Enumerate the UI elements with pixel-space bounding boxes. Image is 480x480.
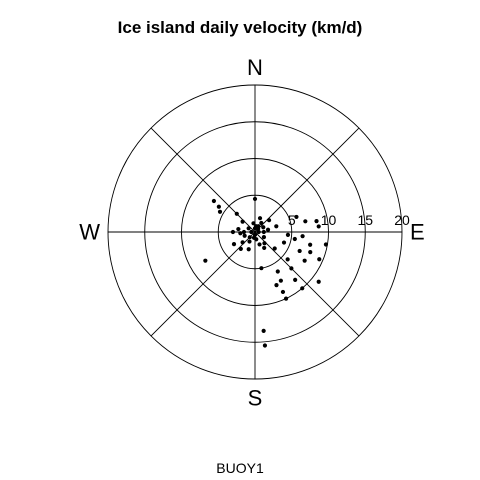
data-point [262, 245, 267, 251]
data-point [261, 235, 267, 240]
data-point [257, 216, 263, 221]
data-point [281, 240, 287, 245]
data-point [266, 218, 272, 223]
data-point [265, 227, 271, 232]
data-points [203, 196, 329, 348]
data-point [278, 278, 283, 283]
data-point [251, 221, 256, 226]
data-point [216, 204, 221, 209]
data-point [262, 343, 268, 348]
data-point [308, 242, 313, 247]
chart-caption: BUOY1 [216, 460, 264, 476]
data-point [217, 209, 223, 214]
data-point [292, 236, 297, 242]
data-point [256, 224, 261, 229]
data-point [293, 277, 298, 282]
data-point [283, 296, 289, 301]
data-point [297, 248, 302, 254]
data-point [211, 198, 217, 204]
spoke-315 [150, 127, 256, 233]
data-point [303, 219, 308, 224]
data-point [289, 266, 294, 271]
compass-label-west: W [79, 220, 100, 245]
data-point [259, 266, 264, 271]
data-point [240, 219, 245, 224]
spoke-45 [254, 127, 360, 233]
data-point [272, 246, 277, 251]
data-point [274, 283, 279, 288]
data-point [308, 250, 313, 255]
compass-label-south: S [248, 386, 263, 411]
data-point [275, 269, 280, 274]
radial-tick-labels: 5 10 15 20 [288, 212, 410, 228]
chart-title: Ice island daily velocity (km/d) [117, 18, 363, 37]
data-point [252, 196, 258, 202]
data-point [246, 247, 251, 252]
compass-label-east: E [410, 220, 425, 245]
data-point [257, 242, 262, 247]
data-point [261, 328, 266, 333]
data-point [262, 241, 267, 246]
data-point [314, 219, 319, 224]
data-point [294, 214, 299, 220]
data-point [256, 229, 261, 235]
data-point [241, 229, 247, 235]
data-point [247, 239, 252, 244]
data-point [261, 229, 266, 235]
data-point [285, 232, 291, 237]
data-point [236, 226, 241, 232]
data-point [230, 229, 236, 235]
spoke-225 [150, 231, 256, 337]
data-point [246, 226, 251, 231]
radial-tick-label-5: 5 [288, 212, 296, 228]
data-point [249, 229, 254, 235]
data-point [300, 286, 305, 291]
data-point [274, 224, 279, 229]
radial-tick-label-20: 20 [394, 212, 410, 228]
data-point [316, 224, 321, 229]
data-point [317, 257, 322, 262]
data-point [240, 240, 245, 245]
data-point [300, 234, 305, 239]
radial-tick-label-15: 15 [357, 212, 373, 228]
data-point [238, 231, 243, 236]
data-point [254, 237, 259, 242]
data-point [242, 233, 247, 238]
data-point [203, 258, 208, 263]
data-point [285, 257, 290, 262]
data-point [247, 235, 252, 240]
data-point [252, 232, 258, 238]
data-point [238, 246, 243, 251]
data-point [323, 242, 329, 247]
polar-grid [107, 84, 403, 380]
compass-labels: N S E W [79, 55, 424, 411]
data-point [261, 225, 266, 230]
data-point [231, 242, 237, 247]
compass-label-north: N [247, 55, 263, 80]
data-point [280, 289, 286, 295]
data-point [259, 220, 264, 226]
data-point [234, 211, 239, 216]
spoke-135 [254, 231, 360, 337]
radial-tick-label-10: 10 [321, 212, 337, 228]
data-point [316, 279, 321, 284]
data-point [252, 226, 258, 231]
data-point [302, 258, 307, 263]
